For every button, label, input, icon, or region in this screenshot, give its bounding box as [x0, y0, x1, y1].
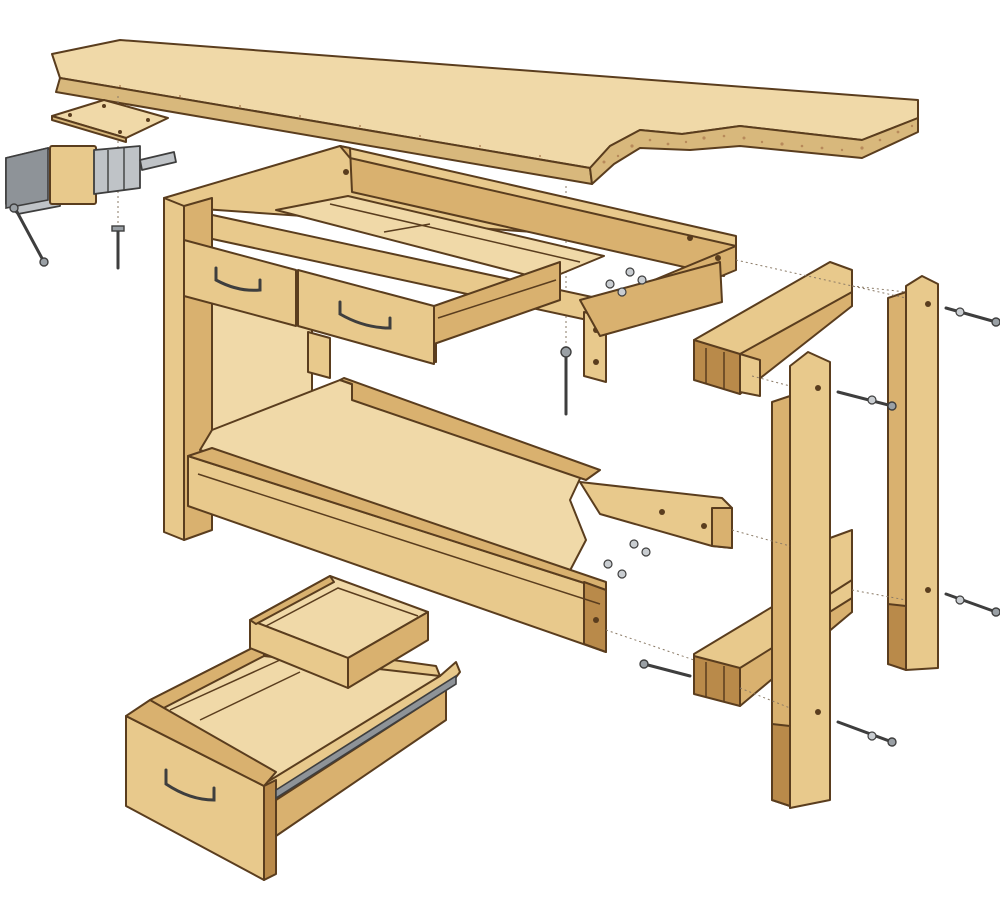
- upper-end-rail: [693, 261, 853, 397]
- small-drawer-center: [297, 261, 561, 365]
- lower-rail-back: [579, 481, 733, 549]
- rear-leg: [887, 275, 939, 671]
- vise-mount-plate: [51, 99, 169, 143]
- assembly-guides: [605, 259, 907, 709]
- workbench-top: [51, 39, 919, 185]
- bench-vise: [5, 145, 177, 267]
- large-drawer: [125, 641, 461, 881]
- sliding-tray: [249, 575, 429, 689]
- lower-rail: [187, 447, 607, 653]
- front-leg: [771, 351, 853, 809]
- leg-bolts: [639, 306, 1000, 747]
- small-drawer-left: [183, 239, 297, 327]
- lag-screw: [111, 225, 125, 270]
- carriage-bolts: [560, 267, 651, 579]
